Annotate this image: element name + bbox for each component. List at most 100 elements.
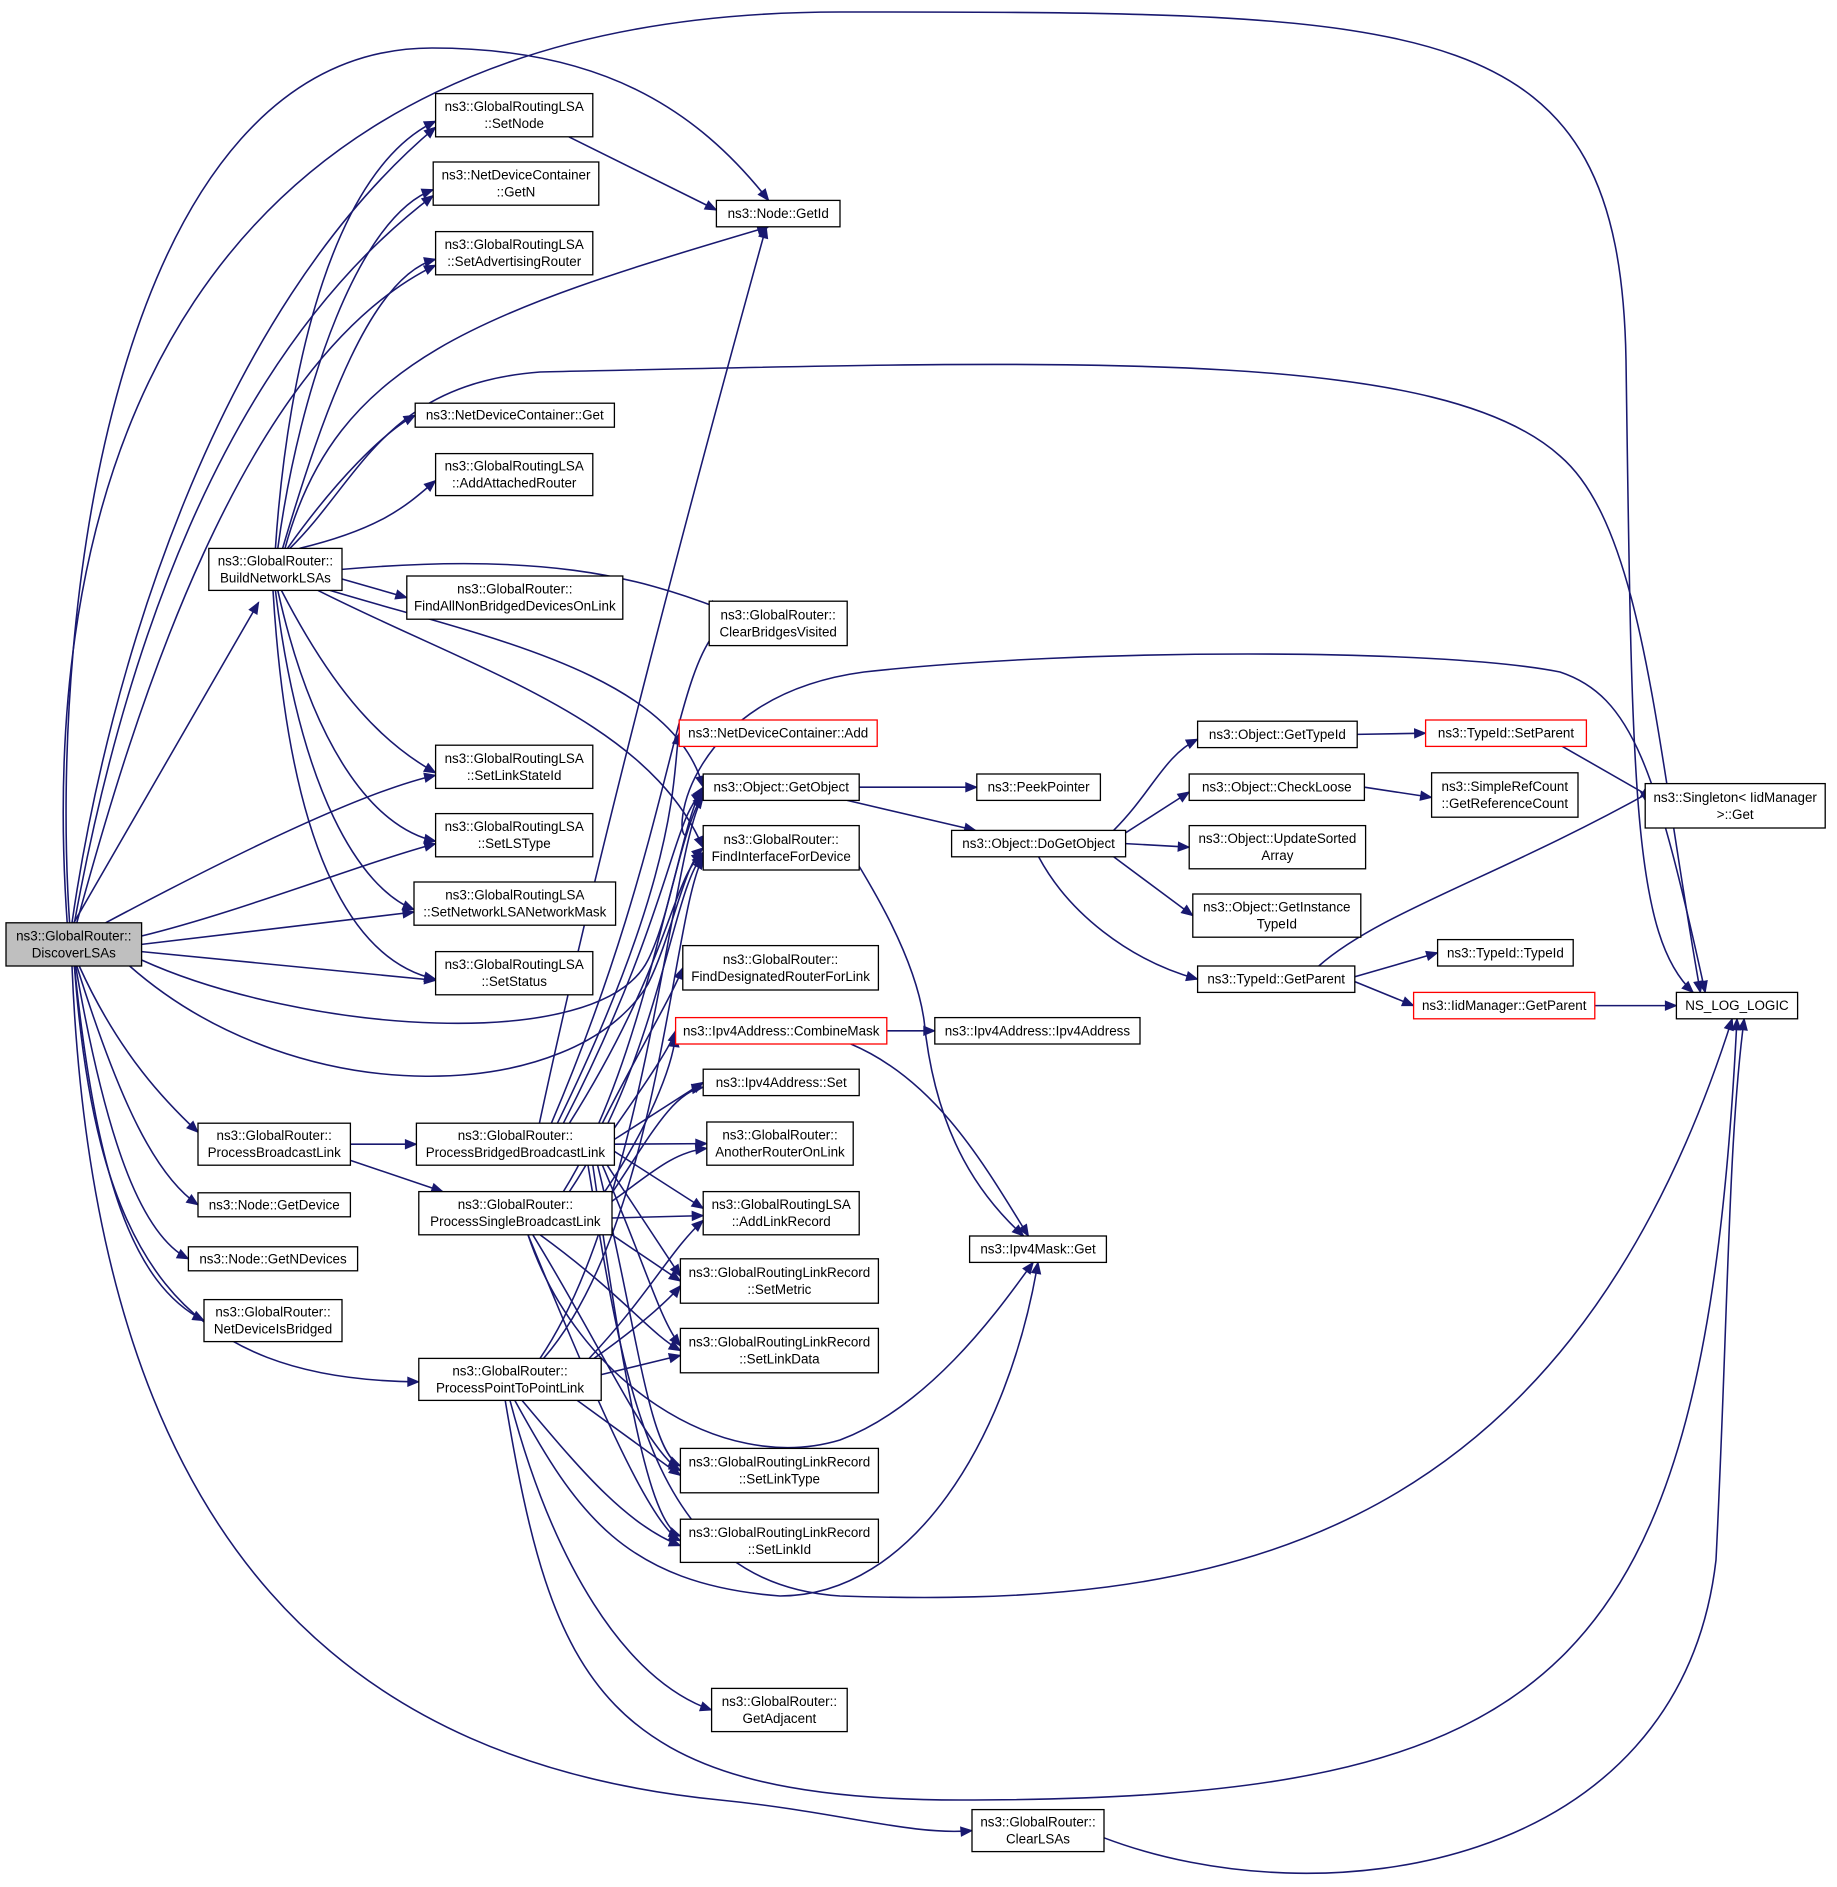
node-ndcgetn[interactable]: ns3::NetDeviceContainer::GetN: [432, 161, 600, 206]
call-edge-buildnet-to-setlsid: [280, 590, 437, 774]
node-tgetparent[interactable]: ns3::TypeId::GetParent: [1196, 965, 1356, 994]
node-box: [1424, 719, 1588, 748]
edge-line: [76, 264, 436, 924]
node-buildnet[interactable]: ns3::GlobalRouter::BuildNetworkLSAs: [208, 547, 343, 592]
arrowhead: [423, 772, 437, 783]
node-maskget[interactable]: ns3::Ipv4Mask::Get: [968, 1235, 1108, 1264]
node-ipv4addr[interactable]: ns3::Ipv4Address::Ipv4Address: [934, 1016, 1141, 1045]
node-box: [413, 881, 617, 926]
edge-line: [527, 1234, 681, 1542]
node-box: [1430, 772, 1579, 818]
node-findiface[interactable]: ns3::GlobalRouter::FindInterfaceForDevic…: [702, 824, 860, 871]
node-discover[interactable]: ns3::GlobalRouter::DiscoverLSAs: [5, 922, 143, 967]
node-label: ns3::GlobalRoutingLSA: [712, 1197, 851, 1212]
call-edge-discover-to-setnode: [71, 126, 437, 923]
node-setlsid[interactable]: ns3::GlobalRoutingLSA::SetLinkStateId: [434, 744, 594, 790]
call-edge-procbridged-to-setlinkdata: [601, 1164, 682, 1347]
node-clearlsas[interactable]: ns3::GlobalRouter::ClearLSAs: [971, 1808, 1105, 1853]
node-box: [976, 773, 1102, 802]
node-nslog[interactable]: NS_LOG_LOGIC: [1675, 991, 1799, 1020]
node-addattached[interactable]: ns3::GlobalRoutingLSA::AddAttachedRouter: [434, 452, 594, 497]
node-singleton[interactable]: ns3::Singleton< IidManager>::Get: [1644, 782, 1826, 829]
node-box: [679, 1518, 880, 1564]
node-label: ns3::Ipv4Address::Set: [716, 1075, 847, 1090]
node-label: ProcessBridgedBroadcastLink: [426, 1145, 606, 1160]
node-procsingle[interactable]: ns3::GlobalRouter::ProcessSingleBroadcas…: [418, 1190, 613, 1236]
node-label: ns3::Object::GetObject: [713, 780, 849, 795]
node-label: ns3::Ipv4Address::Ipv4Address: [945, 1023, 1131, 1038]
node-setlinkdata[interactable]: ns3::GlobalRoutingLinkRecord::SetLinkDat…: [679, 1327, 880, 1374]
call-edge-combinemask-to-maskget: [850, 1043, 1030, 1238]
node-nodegetid[interactable]: ns3::Node::GetId: [715, 199, 841, 228]
node-ipv4set[interactable]: ns3::Ipv4Address::Set: [702, 1068, 860, 1097]
node-setlinkid[interactable]: ns3::GlobalRoutingLinkRecord::SetLinkId: [679, 1518, 880, 1564]
edge-line: [274, 590, 415, 911]
node-setparent[interactable]: ns3::TypeId::SetParent: [1424, 719, 1588, 748]
node-label: ns3::TypeId::TypeId: [1447, 945, 1564, 960]
node-ndcget[interactable]: ns3::NetDeviceContainer::Get: [414, 402, 616, 428]
node-finddr[interactable]: ns3::GlobalRouter::FindDesignatedRouterF…: [682, 944, 880, 991]
node-gettypeid[interactable]: ns3::Object::GetTypeId: [1196, 720, 1358, 749]
node-dogetobj[interactable]: ns3::Object::DoGetObject: [950, 829, 1127, 858]
arrowhead: [1030, 1261, 1042, 1275]
node-another[interactable]: ns3::GlobalRouter::AnotherRouterOnLink: [706, 1121, 854, 1166]
node-label: ProcessBroadcastLink: [208, 1145, 342, 1160]
call-edge-dogetobj-to-updsorted: [1125, 841, 1191, 852]
call-edge-procsingle-to-maskget: [527, 1234, 1034, 1449]
arrowhead: [1180, 904, 1194, 917]
edge-line: [62, 11, 1694, 993]
call-edge-discover-to-buildnet: [73, 601, 260, 924]
node-combinemask[interactable]: ns3::Ipv4Address::CombineMask: [674, 1016, 888, 1045]
node-label: ns3::GlobalRoutingLSA: [445, 99, 584, 114]
node-procbcast[interactable]: ns3::GlobalRouter::ProcessBroadcastLink: [197, 1122, 352, 1166]
call-edge-buildnet-to-addattached: [299, 479, 437, 550]
node-setadv[interactable]: ns3::GlobalRoutingLSA::SetAdvertisingRou…: [434, 230, 594, 276]
node-netbridged[interactable]: ns3::GlobalRouter::NetDeviceIsBridged: [203, 1298, 343, 1343]
node-procbridged[interactable]: ns3::GlobalRouter::ProcessBridgedBroadca…: [415, 1122, 616, 1166]
node-label: ns3::GlobalRoutingLSA: [445, 957, 584, 972]
node-ndcadd[interactable]: ns3::NetDeviceContainer::Add: [678, 719, 878, 748]
node-label: ns3::GlobalRouter::: [458, 1197, 573, 1212]
node-label: ::SetNode: [484, 116, 544, 131]
node-setlstype[interactable]: ns3::GlobalRoutingLSA::SetLSType: [434, 812, 594, 858]
node-box: [1188, 773, 1366, 802]
edge-line: [527, 1234, 1034, 1449]
node-setstatus[interactable]: ns3::GlobalRoutingLSA::SetStatus: [434, 950, 594, 996]
edge-line: [592, 1165, 681, 1537]
node-getobject[interactable]: ns3::Object::GetObject: [702, 773, 860, 802]
node-label: ns3::GlobalRouter::: [217, 1128, 332, 1143]
node-peek[interactable]: ns3::PeekPointer: [976, 773, 1102, 802]
call-edge-buildnet-to-setlstype: [277, 590, 437, 845]
edge-line: [280, 590, 436, 774]
node-setnode[interactable]: ns3::GlobalRoutingLSA::SetNode: [434, 92, 594, 138]
edge-line: [341, 562, 722, 610]
node-addlinkrec[interactable]: ns3::GlobalRoutingLSA::AddLinkRecord: [702, 1190, 860, 1236]
node-p2p[interactable]: ns3::GlobalRouter::ProcessPointToPointLi…: [418, 1357, 602, 1402]
edge-line: [141, 950, 436, 982]
node-getndev[interactable]: ns3::Node::GetNDevices: [187, 1246, 359, 1272]
node-setnetmask[interactable]: ns3::GlobalRoutingLSA::SetNetworkLSANetw…: [413, 881, 617, 926]
edge-line: [568, 851, 704, 1124]
node-clearbridges[interactable]: ns3::GlobalRouter::ClearBridgesVisited: [708, 600, 848, 647]
arrowhead: [694, 1144, 709, 1155]
node-typeidctor[interactable]: ns3::TypeId::TypeId: [1436, 938, 1574, 967]
node-checkloose[interactable]: ns3::Object::CheckLoose: [1188, 773, 1366, 802]
node-setlinktype[interactable]: ns3::GlobalRoutingLinkRecord::SetLinkTyp…: [679, 1447, 880, 1494]
edge-line: [74, 965, 189, 1260]
node-label: ns3::PeekPointer: [988, 780, 1091, 795]
node-box: [1412, 991, 1596, 1020]
node-iidgetparent[interactable]: ns3::IidManager::GetParent: [1412, 991, 1596, 1020]
call-edge-buildnet-to-setnetmask: [274, 590, 416, 911]
node-label: ns3::GlobalRoutingLinkRecord: [689, 1265, 871, 1280]
node-getdev[interactable]: ns3::Node::GetDevice: [197, 1192, 352, 1218]
node-box: [1188, 824, 1367, 870]
node-label: FindDesignatedRouterForLink: [691, 969, 870, 984]
edge-line: [514, 1262, 1039, 1597]
node-setmetric[interactable]: ns3::GlobalRoutingLinkRecord::SetMetric: [679, 1258, 880, 1304]
node-getrefcount[interactable]: ns3::SimpleRefCount::GetReferenceCount: [1430, 772, 1579, 818]
node-findallnb[interactable]: ns3::GlobalRouter::FindAllNonBridgedDevi…: [406, 575, 624, 620]
node-box: [950, 829, 1127, 858]
node-getadj[interactable]: ns3::GlobalRouter::GetAdjacent: [710, 1687, 848, 1733]
